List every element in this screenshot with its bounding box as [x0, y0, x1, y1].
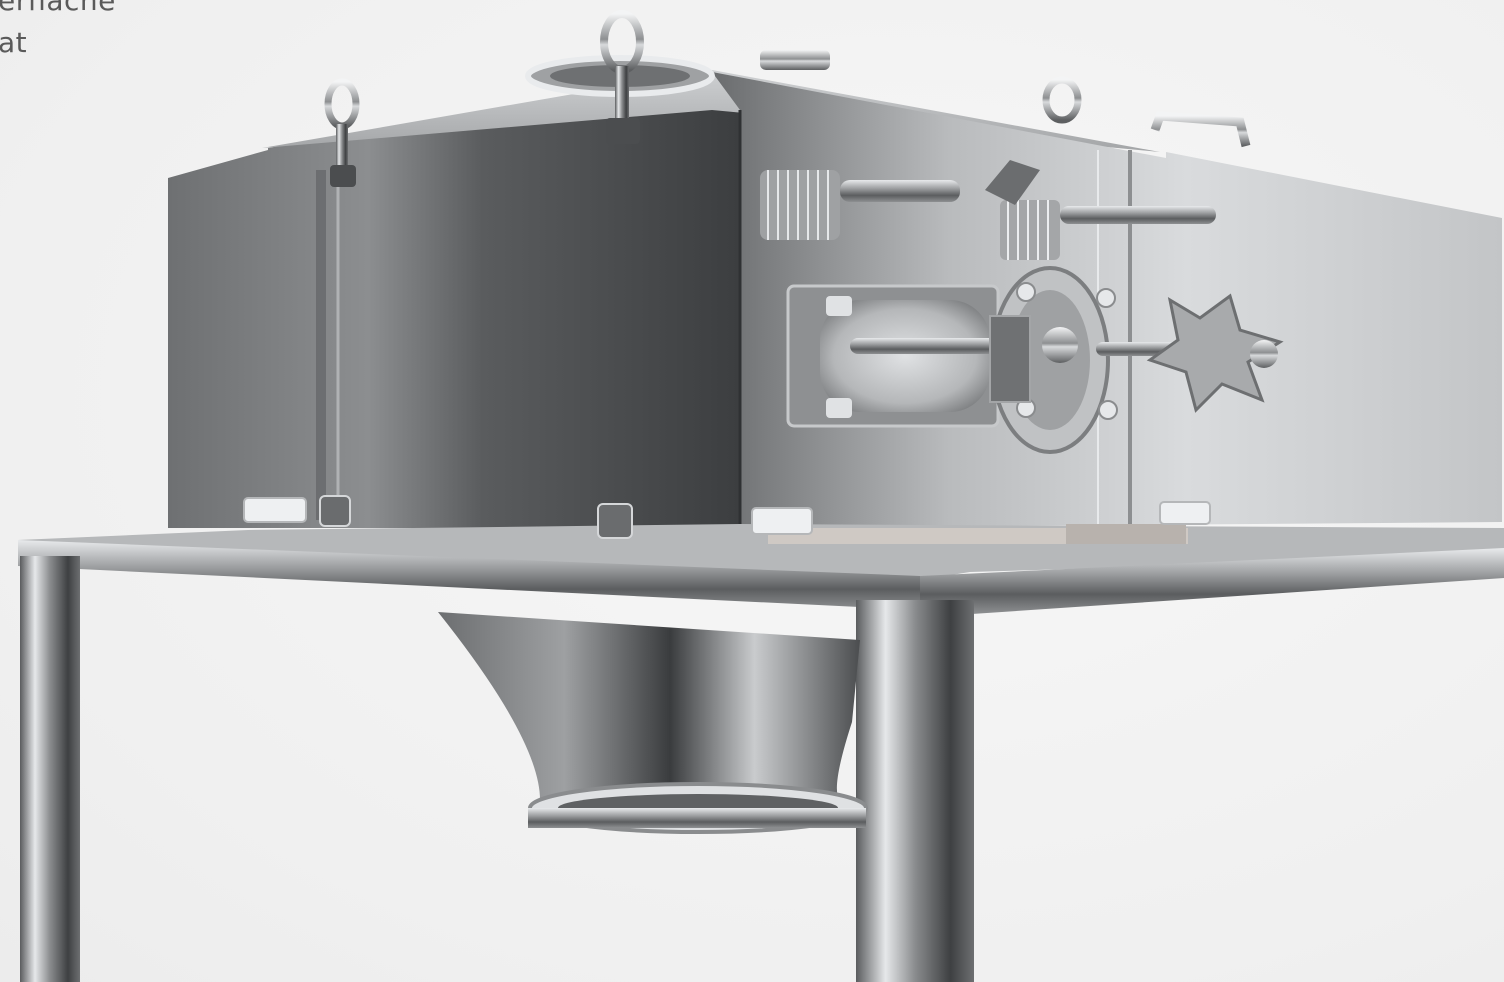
rotor-assembly — [786, 266, 1118, 454]
drive-shaft-left — [760, 170, 960, 240]
cropped-caption: erfläche at — [0, 0, 116, 64]
clamp-latches — [319, 495, 633, 539]
drive-shaft-right — [985, 160, 1216, 260]
lifting-eye-right — [1042, 76, 1082, 124]
star-knob — [1042, 293, 1284, 413]
caption-line-1: erfläche — [0, 0, 116, 17]
outlet-hopper — [438, 612, 868, 834]
top-handle — [1150, 111, 1251, 148]
table-top — [18, 524, 1504, 614]
leg-front-left — [20, 556, 80, 982]
lifting-eye-left — [324, 78, 360, 187]
housing-front-face — [168, 72, 740, 528]
table-legs — [20, 556, 974, 982]
leg-front-right — [856, 600, 974, 982]
housing-top-face — [262, 70, 1160, 152]
base-bolts — [243, 497, 1211, 535]
lifting-eye-center — [600, 10, 644, 144]
caption-line-2: at — [0, 26, 28, 59]
